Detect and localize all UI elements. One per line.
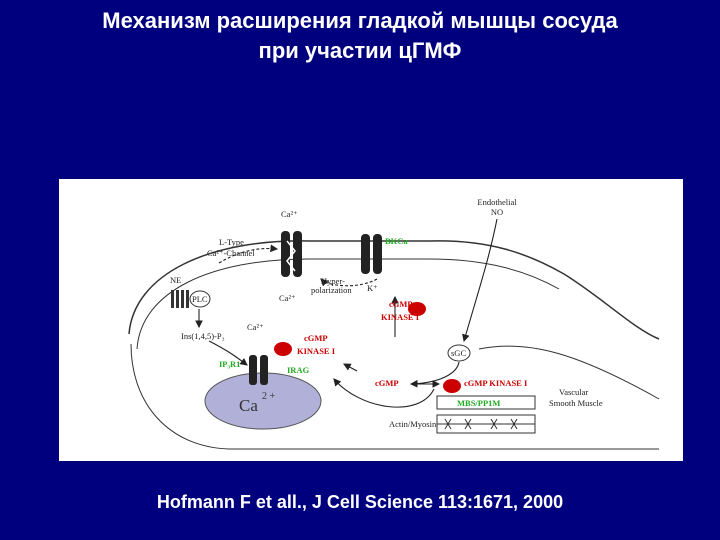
label-ip3r1: IP₃R1 (219, 359, 240, 369)
title-line-1: Механизм расширения гладкой мышцы сосуда (102, 8, 618, 33)
label-kinase-right-1: cGMP (389, 299, 413, 309)
label-kinase-mid-2: KINASE I (297, 346, 336, 356)
label-ca-mid: Ca²⁺ (279, 293, 296, 303)
label-sgc: sGC (451, 348, 466, 358)
actin-myosin-icon (436, 414, 536, 434)
label-no: NO (491, 207, 503, 217)
membrane-right (478, 345, 660, 400)
ne-receptor-icon (171, 290, 211, 308)
label-endothelial: Endothelial (477, 197, 517, 207)
bk-channel-icon (361, 234, 382, 274)
citation: Hofmann F et all., J Cell Science 113:16… (156, 492, 564, 512)
label-vascular-2: Smooth Muscle (549, 398, 603, 408)
label-kinase-right-2: KINASE I (381, 312, 420, 322)
label-ip3: Ins(1,4,5)-P₃ (181, 331, 225, 341)
label-bk: BKCa (385, 236, 408, 246)
label-hyper-1: Hyper- (321, 276, 345, 286)
kinase-right-icon (408, 302, 426, 316)
arrows (195, 218, 498, 408)
label-kinase-mid-1: cGMP (304, 333, 328, 343)
label-ca-store: Ca (239, 396, 258, 415)
label-ne: NE (170, 275, 181, 285)
label-kinase-bottom: cGMP KINASE I (464, 378, 528, 388)
label-hyper-2: polarization (311, 285, 352, 295)
label-ca-store-charge: 2 + (262, 391, 276, 402)
label-k-ion: K⁺ (367, 283, 378, 293)
label-ltype-2: Ca²⁺-Channel (207, 248, 255, 258)
diagram-panel: Endothelial NO Ca²⁺ L-Type Ca²⁺-Channel … (59, 179, 683, 461)
label-cgmp: cGMP (375, 378, 399, 388)
title-line-2: при участии цГМФ (258, 38, 462, 63)
label-actin: Actin/Myosin (389, 419, 437, 429)
label-mbs: MBS/PP1M (457, 398, 500, 408)
pathway-diagram: Endothelial NO Ca²⁺ L-Type Ca²⁺-Channel … (128, 197, 660, 450)
ip3r-channel-icon (249, 355, 268, 385)
mbs-box (436, 395, 536, 410)
cell-boundary-lower (130, 343, 659, 450)
label-ca-top: Ca²⁺ (281, 209, 298, 219)
cell-membrane (128, 240, 660, 340)
kinase-bottom-icon (443, 379, 461, 393)
sgc-icon (447, 344, 471, 362)
kinase-mid-icon (274, 342, 292, 356)
label-ltype-1: L-Type (219, 237, 244, 247)
label-irag: IRAG (287, 365, 310, 375)
label-plc: PLC (192, 294, 208, 304)
l-type-channel-icon (281, 231, 302, 277)
label-vascular-1: Vascular (559, 387, 588, 397)
label-ca-ip3: Ca²⁺ (247, 322, 264, 332)
